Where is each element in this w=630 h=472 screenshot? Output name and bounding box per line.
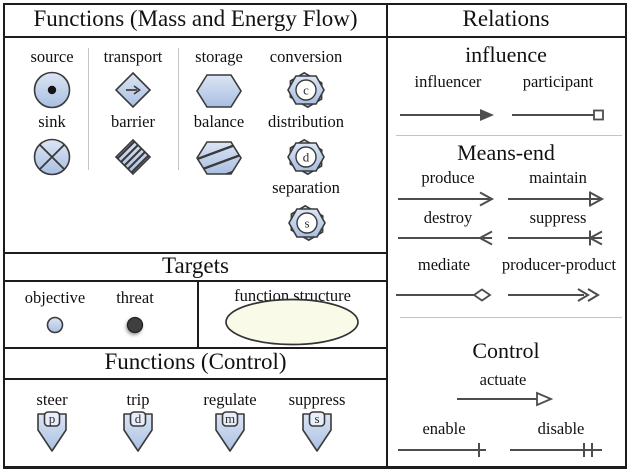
relations-section-title: Relations — [462, 6, 550, 31]
flow-section-title: Functions (Mass and Energy Flow) — [33, 6, 358, 31]
relations-divider — [396, 135, 622, 136]
suppress-arrow-icon — [508, 230, 603, 246]
participant-label: participant — [522, 72, 594, 91]
mediate-arrow-icon — [396, 288, 492, 302]
grid-divider — [5, 280, 386, 282]
relations-divider — [400, 317, 622, 318]
means-end-group-title: Means-end — [457, 140, 555, 165]
transport-icon — [114, 71, 152, 109]
threat-icon — [126, 316, 144, 334]
svg-text:c: c — [303, 83, 309, 98]
flow-column-divider — [178, 48, 179, 170]
svg-text:p: p — [49, 411, 56, 426]
actuate-label: actuate — [479, 370, 527, 389]
enable-label: enable — [422, 419, 466, 438]
grid-divider — [5, 347, 386, 349]
svg-text:s: s — [304, 216, 309, 231]
mediate-label: mediate — [417, 255, 471, 274]
function-structure-label: function structure — [234, 286, 351, 305]
maintain-label: maintain — [529, 168, 587, 187]
flow-column-divider — [88, 48, 89, 170]
balance-label: balance — [193, 112, 245, 131]
main-column-divider — [386, 5, 388, 467]
disable-label: disable — [537, 419, 585, 438]
grid-divider — [5, 252, 386, 254]
disable-arrow-icon — [510, 443, 602, 457]
transport-label: transport — [103, 47, 163, 66]
conversion-icon: c — [287, 71, 325, 109]
trip-label: trip — [126, 390, 150, 409]
enable-arrow-icon — [398, 443, 486, 457]
barrier-label: barrier — [111, 112, 155, 131]
header-divider — [5, 36, 625, 38]
grid-divider — [5, 378, 386, 380]
destroy-label: destroy — [423, 208, 473, 227]
actuate-arrow-icon — [457, 391, 554, 407]
storage-label: storage — [195, 47, 243, 66]
separation-icon: s — [288, 204, 326, 242]
svg-text:d: d — [135, 411, 142, 426]
barrier-icon — [114, 138, 152, 176]
sink-icon — [33, 138, 71, 176]
influencer-arrow-icon — [400, 109, 494, 121]
steer-icon: p — [37, 411, 67, 452]
svg-text:d: d — [303, 150, 310, 165]
suppress-relation-label: suppress — [529, 208, 587, 227]
trip-icon: d — [123, 411, 153, 452]
producer-product-label: producer-product — [501, 255, 617, 274]
distribution-label: distribution — [267, 112, 345, 131]
influencer-label: influencer — [414, 72, 482, 91]
objective-icon — [46, 316, 64, 334]
targets-section-title: Targets — [162, 253, 229, 278]
destroy-arrow-icon — [398, 230, 493, 246]
balance-icon — [196, 141, 242, 175]
storage-icon — [196, 74, 242, 108]
regulate-label: regulate — [203, 390, 257, 409]
separation-label: separation — [272, 178, 340, 197]
source-label: source — [30, 47, 74, 66]
suppress-function-label: suppress — [288, 390, 346, 409]
outer-frame — [3, 3, 627, 469]
influence-group-title: influence — [465, 42, 547, 67]
produce-label: produce — [421, 168, 475, 187]
control-group-title: Control — [472, 338, 540, 363]
control-section-title: Functions (Control) — [104, 349, 287, 374]
suppress-icon: s — [302, 411, 332, 452]
produce-arrow-icon — [398, 191, 495, 207]
maintain-arrow-icon — [508, 191, 605, 207]
regulate-icon: m — [215, 411, 245, 452]
participant-arrow-icon — [512, 109, 604, 121]
svg-text:m: m — [225, 411, 235, 426]
threat-label: threat — [116, 288, 154, 307]
producer-product-arrow-icon — [508, 288, 600, 302]
sink-label: sink — [38, 112, 66, 131]
distribution-icon: d — [287, 138, 325, 176]
svg-text:s: s — [314, 411, 319, 426]
source-icon — [33, 71, 71, 109]
function-structure-icon — [225, 298, 359, 346]
conversion-label: conversion — [269, 47, 343, 66]
steer-label: steer — [36, 390, 68, 409]
targets-cell-divider — [197, 282, 199, 347]
objective-label: objective — [24, 288, 86, 307]
